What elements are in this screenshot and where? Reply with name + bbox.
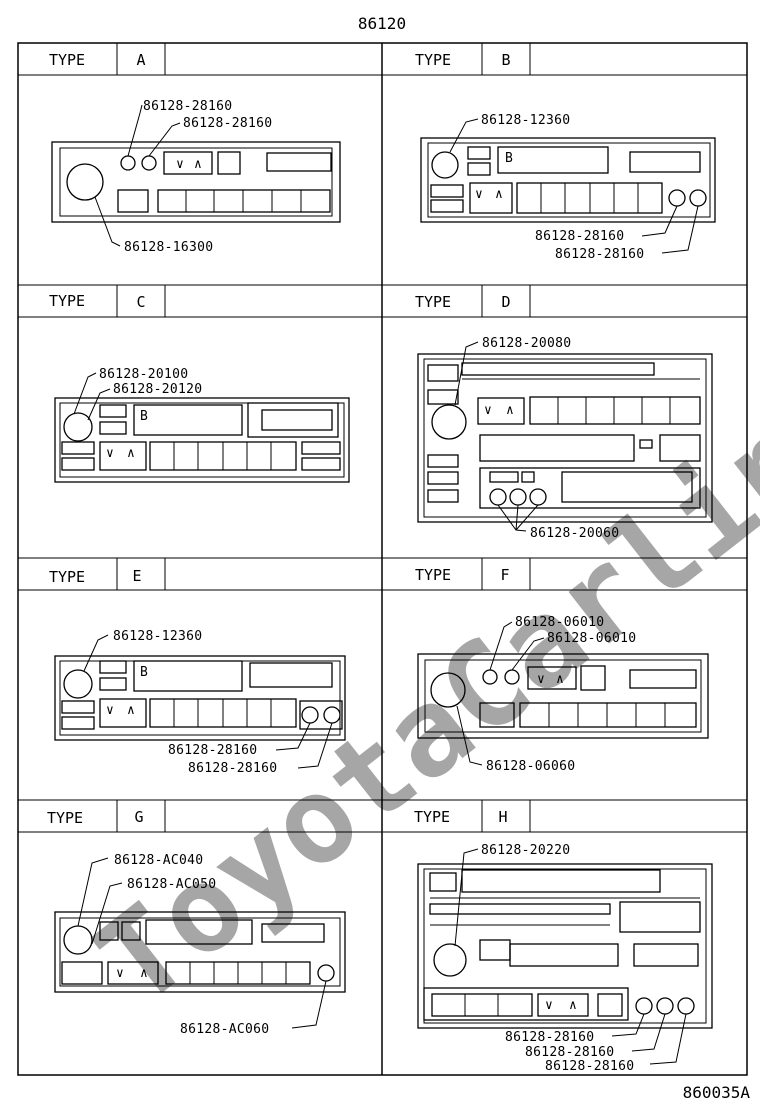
part-callout: 86128-28160 [505,1030,594,1045]
tune-down-glyph: ∨ [116,966,124,981]
figure-code: 860035A [683,1083,751,1102]
tune-up-glyph: ∧ [556,672,564,687]
type-label: TYPE [415,51,451,69]
tune-down-glyph: ∨ [176,157,184,172]
tune-down-glyph: ∨ [106,703,114,718]
tune-down-glyph: ∨ [545,998,553,1013]
radio-type-a: ∨ ∧ 86128-28160 86128-28160 86128-16300 [51,99,341,255]
knob-button [301,706,319,724]
volume-knob [433,943,467,977]
part-callout: 86128-12360 [113,629,202,644]
type-label: TYPE [415,566,451,584]
tune-up-glyph: ∧ [569,998,577,1013]
part-callout: 86128-20220 [481,843,570,858]
tune-up-glyph: ∧ [127,703,135,718]
tune-up-glyph: ∧ [194,157,202,172]
radio-type-h: ∨ ∧ 86128-20220 86128-28160 86128-28160 … [417,843,713,1074]
tune-up-glyph: ∧ [495,187,503,202]
knob-button [120,155,136,171]
tune-down-glyph: ∨ [106,446,114,461]
part-callout: 86128-AC060 [180,1022,269,1037]
volume-knob [430,672,466,708]
radio-type-g: ∨ ∧ 86128-AC040 86128-AC050 86128-AC060 [54,853,346,1037]
knob-button [656,997,674,1015]
tune-up-glyph: ∧ [506,403,514,418]
type-label: TYPE [414,808,450,826]
part-callout: 86128-20100 [99,367,188,382]
panel-headers: TYPE A TYPE B TYPE C TYPE D TYPE E TYPE … [47,51,511,827]
knob-button [141,155,157,171]
radio-type-b: B ∨ ∧ 86128-12360 86128-28160 86128-2816… [420,113,716,262]
type-letter: D [501,293,510,311]
part-callout: 86128-06010 [547,631,636,646]
knob-button [489,488,507,506]
tune-down-glyph: ∨ [537,672,545,687]
tune-down-glyph: ∨ [475,187,483,202]
knob-button [668,189,686,207]
type-letter: F [500,566,509,584]
table-grid [17,42,748,1076]
tune-up-glyph: ∧ [127,446,135,461]
part-callout: 86128-AC040 [114,853,203,868]
knob-button [509,488,527,506]
assembly-number: 86120 [358,14,406,33]
type-label: TYPE [49,51,85,69]
volume-knob [431,404,467,440]
volume-knob [431,151,459,179]
radio-type-f: ∨ ∧ 86128-06010 86128-06010 86128-06060 [417,615,709,774]
type-letter: A [136,51,145,69]
knob-button [677,997,695,1015]
part-callout: 86128-20120 [113,382,202,397]
type-letter: G [134,808,143,826]
part-callout: 86128-12360 [481,113,570,128]
type-letter: B [501,51,510,69]
volume-knob [63,412,93,442]
part-callout: 86128-16300 [124,240,213,255]
type-letter: H [498,808,507,826]
part-callout: 86128-28160 [525,1045,614,1060]
tune-down-glyph: ∨ [484,403,492,418]
radio-type-c: B ∨ ∧ 86128-20100 86128-20120 [54,367,350,483]
part-callout: 86128-28160 [143,99,232,114]
radio-type-d: ∨ ∧ 86128-20080 86128-20060 [417,336,713,541]
tape-glyph: B [140,409,148,424]
tune-up-glyph: ∧ [140,966,148,981]
part-callout: 86128-06060 [486,759,575,774]
type-letter: C [136,293,145,311]
knob-button [529,488,547,506]
part-callout: 86128-AC050 [127,877,216,892]
part-callout: 86128-28160 [555,247,644,262]
part-callout: 86128-20060 [530,526,619,541]
type-letter: E [132,567,141,585]
knob-button [317,964,335,982]
part-callout: 86128-28160 [183,116,272,131]
type-label: TYPE [47,809,83,827]
part-callout: 86128-28160 [168,743,257,758]
type-label: TYPE [49,292,85,310]
part-callout: 86128-06010 [515,615,604,630]
volume-knob [66,163,104,201]
part-callout: 86128-28160 [545,1059,634,1074]
type-label: TYPE [415,293,451,311]
part-callout: 86128-28160 [188,761,277,776]
tape-glyph: B [140,665,148,680]
radio-type-e: B ∨ ∧ 86128-12360 86128-28160 86128-2816… [54,629,346,776]
volume-knob [63,669,93,699]
knob-button [635,997,653,1015]
tape-glyph: B [505,151,513,166]
type-label: TYPE [49,568,85,586]
part-callout: 86128-20080 [482,336,571,351]
part-callout: 86128-28160 [535,229,624,244]
knob-button [689,189,707,207]
